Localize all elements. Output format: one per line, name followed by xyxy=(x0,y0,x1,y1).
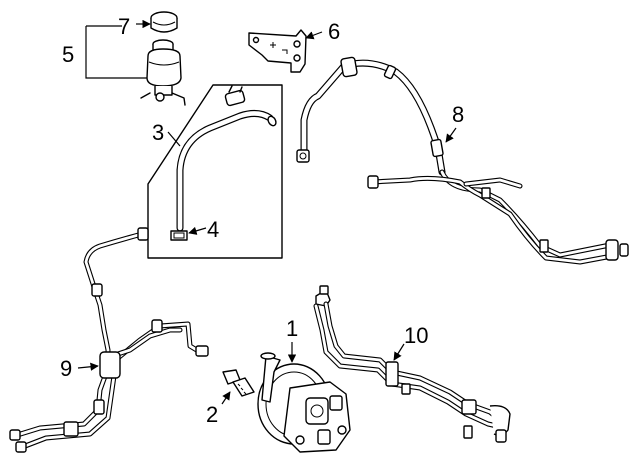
hose-clamp xyxy=(170,230,188,241)
cooler-lines xyxy=(9,227,209,453)
reservoir-cap xyxy=(150,11,178,33)
callout-3: 3 xyxy=(152,120,164,145)
pressure-tube xyxy=(313,285,511,443)
callout-4: 4 xyxy=(207,217,219,242)
leader-lines xyxy=(77,19,457,405)
callout-8: 8 xyxy=(452,102,464,127)
callout-6: 6 xyxy=(328,19,340,44)
pump-bolt xyxy=(222,369,255,397)
callout-7: 7 xyxy=(118,14,130,39)
callout-1: 1 xyxy=(286,316,298,341)
bracket xyxy=(248,29,307,73)
pressure-hose xyxy=(296,56,629,265)
callout-10: 10 xyxy=(404,323,428,348)
callout-2: 2 xyxy=(206,402,218,427)
reservoir xyxy=(140,39,186,106)
hose-detail-frame xyxy=(147,84,283,259)
power-steering-pump xyxy=(257,352,351,453)
return-hose xyxy=(176,85,277,232)
callout-5: 5 xyxy=(62,42,74,67)
callout-9: 9 xyxy=(60,356,72,381)
